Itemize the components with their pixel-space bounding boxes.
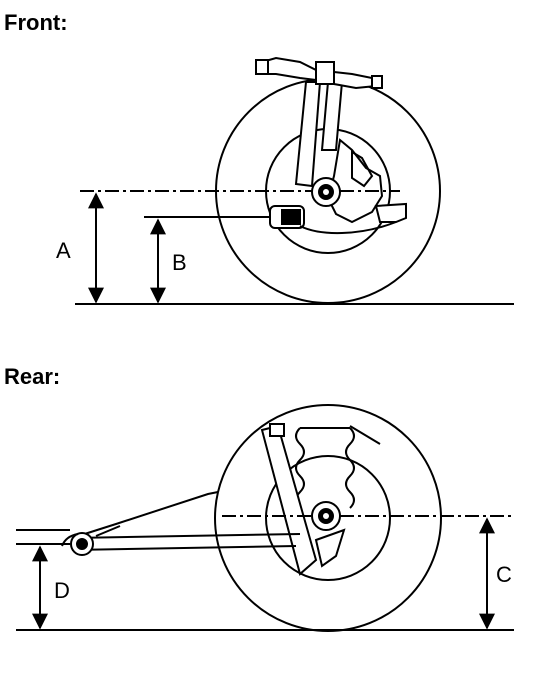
front-dimension-a-label: A (56, 238, 71, 263)
front-dimension-b-label: B (172, 250, 187, 275)
rear-shock-absorber (260, 424, 318, 576)
front-view (75, 56, 514, 305)
rear-tire (214, 404, 442, 632)
rear-dimension-d-label: D (54, 578, 70, 603)
rear-coil-spring (295, 425, 381, 509)
rear-wheel-rim (265, 455, 391, 581)
front-strut (255, 56, 384, 224)
rear-trailing-arm (71, 491, 219, 539)
rear-section-title: Rear: (4, 364, 61, 389)
front-section-title: Front: (4, 10, 68, 35)
rear-view (16, 404, 514, 632)
rear-dimension-c-label: C (496, 562, 512, 587)
